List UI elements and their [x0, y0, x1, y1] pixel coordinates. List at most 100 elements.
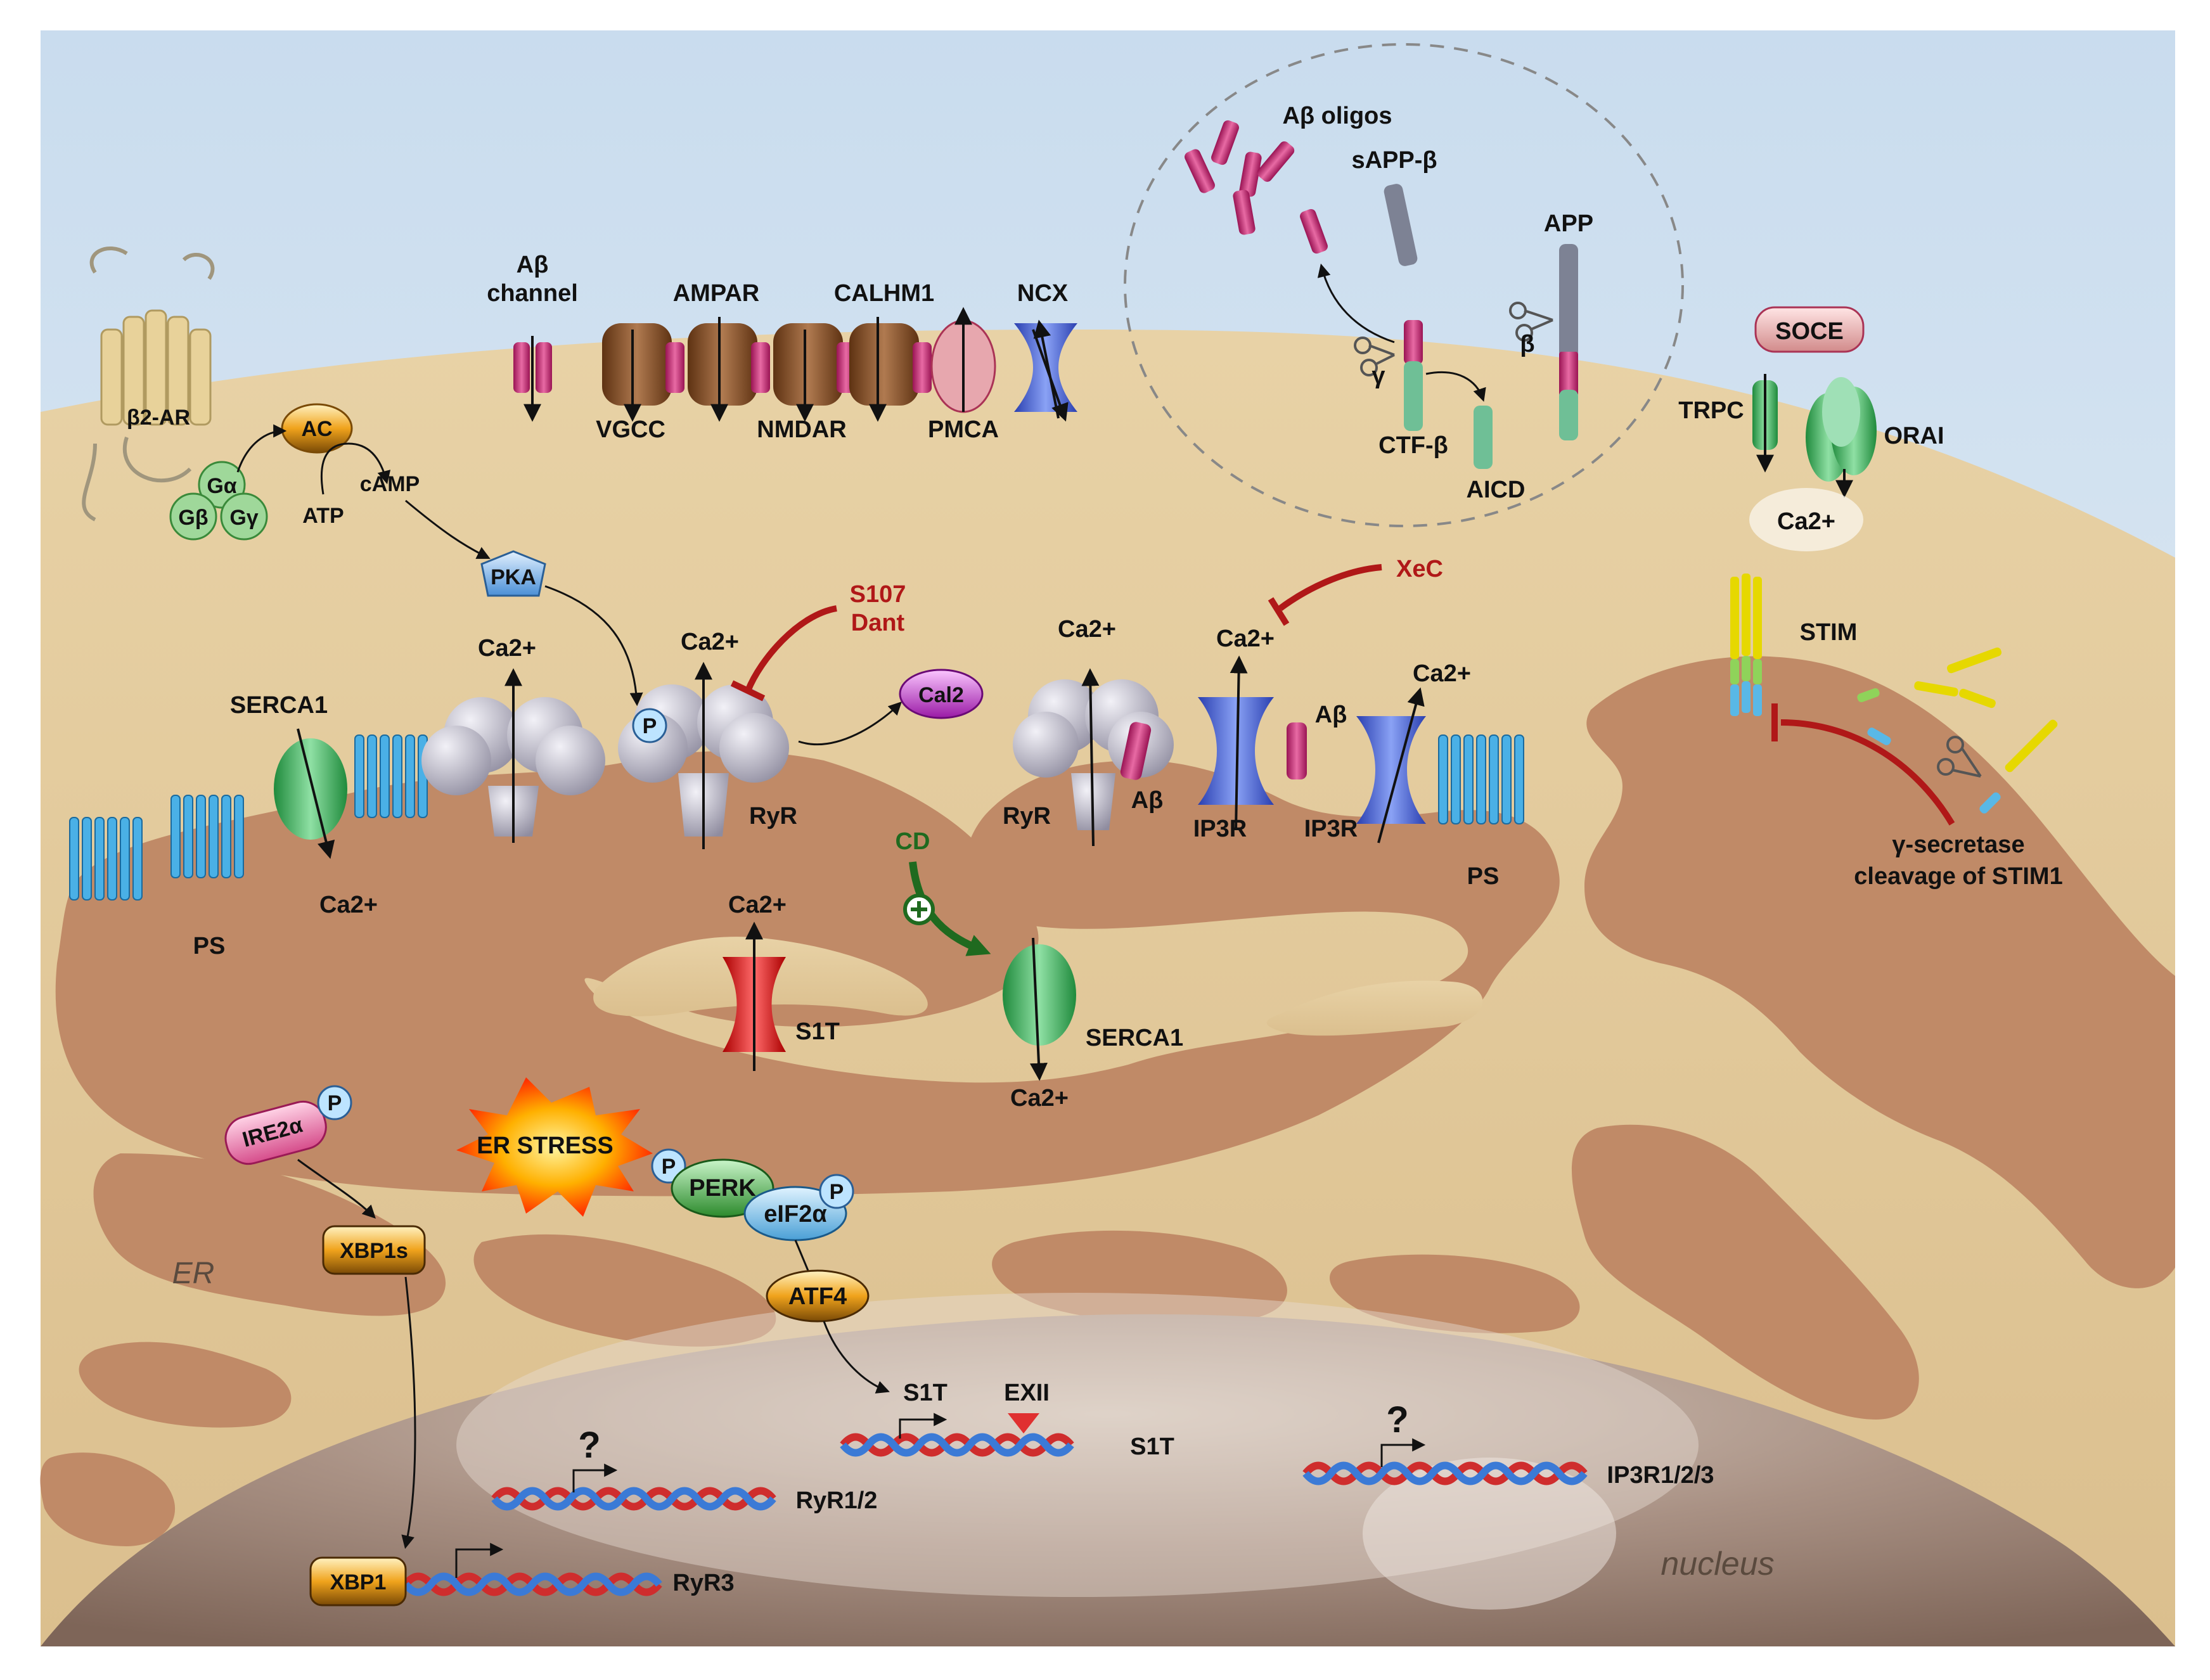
soce-box — [1754, 306, 1865, 353]
label-ca-serca-left: Ca2+ — [319, 892, 378, 918]
label-ps-left: PS — [193, 933, 226, 959]
arrow-atp-camp — [320, 442, 391, 495]
label-g-alpha: Gα — [207, 474, 236, 498]
abeta-oligomers — [1185, 120, 1328, 254]
label-ryr-mid: RyR — [749, 803, 797, 830]
g-protein — [169, 461, 268, 541]
label-p-ire: P — [328, 1091, 342, 1115]
gene-ryr12 — [491, 1463, 776, 1511]
label-ac: AC — [301, 417, 332, 441]
perk — [671, 1158, 774, 1218]
label-eif2a: eIF2α — [764, 1201, 826, 1228]
label-s107: S107 — [850, 581, 906, 608]
ctf-beta — [1404, 320, 1423, 431]
serca1-left — [274, 728, 347, 859]
app-protein — [1559, 244, 1578, 440]
label-perk: PERK — [689, 1175, 756, 1202]
label-ncx: NCX — [1017, 280, 1069, 307]
label-s1t-gene: S1T — [1130, 1433, 1174, 1460]
label-trpc: TRPC — [1678, 397, 1744, 424]
ip3r-mid — [1198, 655, 1307, 831]
label-ryr12: RyR1/2 — [796, 1487, 878, 1514]
label-b2ar: β2-AR — [127, 406, 190, 430]
label-ca-ip3r-right: Ca2+ — [1413, 660, 1471, 687]
label-ip3r123: IP3R1/2/3 — [1607, 1462, 1714, 1489]
label-gamma: γ — [1372, 362, 1385, 389]
label-er: ER — [172, 1257, 215, 1290]
label-calhm1: CALHM1 — [834, 280, 934, 307]
label-atf4: ATF4 — [788, 1283, 847, 1310]
ca-glow — [1749, 488, 1863, 551]
stim-cluster — [1730, 574, 1762, 716]
vgcc-channel — [602, 323, 684, 422]
arrow-ire-xbp1s — [297, 1158, 376, 1219]
label-ryr3: RyR3 — [672, 1570, 734, 1596]
arrow-xbp1s-xbp1 — [401, 1276, 416, 1549]
label-ryr-right: RyR — [1003, 803, 1051, 830]
s1t-channel — [723, 921, 786, 1071]
label-ca-soce: Ca2+ — [1777, 508, 1835, 535]
pka-kinase — [480, 550, 546, 597]
label-soce: SOCE — [1775, 318, 1844, 345]
label-abeta-oligos: Aβ oligos — [1282, 103, 1392, 129]
label-aicd: AICD — [1467, 477, 1526, 503]
label-gamma-secretase-2: cleavage of STIM1 — [1854, 863, 2062, 890]
label-ca-s1t: Ca2+ — [728, 892, 787, 918]
gene-ip3r — [1302, 1438, 1588, 1485]
presenilin-right — [1438, 734, 1524, 824]
scissors-icon — [1354, 337, 1395, 376]
label-q2: ? — [1386, 1399, 1408, 1440]
ryr-right — [1013, 668, 1174, 847]
label-ps-right: PS — [1467, 863, 1500, 890]
link-eif-atf4 — [794, 1240, 809, 1271]
label-ctf-beta: CTF-β — [1378, 432, 1448, 459]
arrow-g-to-ac — [236, 424, 287, 473]
endoplasmic-reticulum — [40, 656, 2175, 1546]
label-p-ryr: P — [643, 714, 657, 738]
abeta-channel — [513, 336, 552, 422]
label-xbp1s: XBP1s — [340, 1239, 408, 1263]
label-pka: PKA — [491, 565, 536, 589]
label-p-perk: P — [662, 1155, 676, 1179]
label-xec: XeC — [1396, 556, 1443, 582]
xbp1s — [322, 1225, 426, 1275]
label-orai: ORAI — [1884, 423, 1944, 449]
sapp-beta-fragment — [1384, 184, 1418, 266]
label-cd: CD — [896, 828, 930, 855]
arrow-atf4-s1t — [823, 1321, 890, 1394]
scissors-icon-stim — [1937, 736, 1982, 778]
ncx-exchanger — [1014, 319, 1077, 422]
label-g-beta: Gβ — [178, 506, 208, 530]
label-ip3r-b: IP3R — [1304, 816, 1358, 842]
trpc-channel — [1752, 374, 1778, 473]
inhibit-bar-ip3r — [1268, 597, 1290, 626]
serca1-mid — [1003, 937, 1076, 1081]
orai-channel — [1806, 377, 1877, 498]
phospho-ire — [317, 1085, 352, 1120]
arrow-ctf-abeta — [1317, 263, 1395, 343]
label-stim: STIM — [1800, 619, 1858, 646]
label-serca1-mid: SERCA1 — [1086, 1025, 1183, 1051]
label-app: APP — [1544, 210, 1593, 237]
label-g-gamma: Gγ — [229, 506, 258, 530]
phospho-eif — [819, 1174, 854, 1209]
er-lumen-gap-2 — [1266, 980, 1483, 1036]
label-ca-ip3r-mid: Ca2+ — [1216, 625, 1275, 652]
atf4 — [766, 1269, 870, 1323]
ryr-left — [421, 668, 605, 843]
label-ca-ryr-mid: Ca2+ — [681, 629, 739, 655]
label-abeta-channel-2: channel — [487, 280, 578, 307]
gene-s1t — [840, 1413, 1074, 1457]
inhibit-xec — [1278, 564, 1382, 612]
arrow-camp-pka — [405, 499, 491, 559]
xbp1 — [309, 1556, 407, 1606]
label-atp: ATP — [302, 504, 344, 528]
label-nucleus: nucleus — [1661, 1546, 1774, 1582]
presenilin-left — [69, 734, 428, 901]
label-abeta-ip3r: Aβ — [1315, 702, 1347, 728]
gene-ryr3 — [402, 1542, 662, 1596]
label-gamma-secretase-1: γ-secretase — [1892, 831, 2024, 858]
pmca-pump — [930, 307, 996, 413]
er-stress-burst — [456, 1077, 653, 1217]
